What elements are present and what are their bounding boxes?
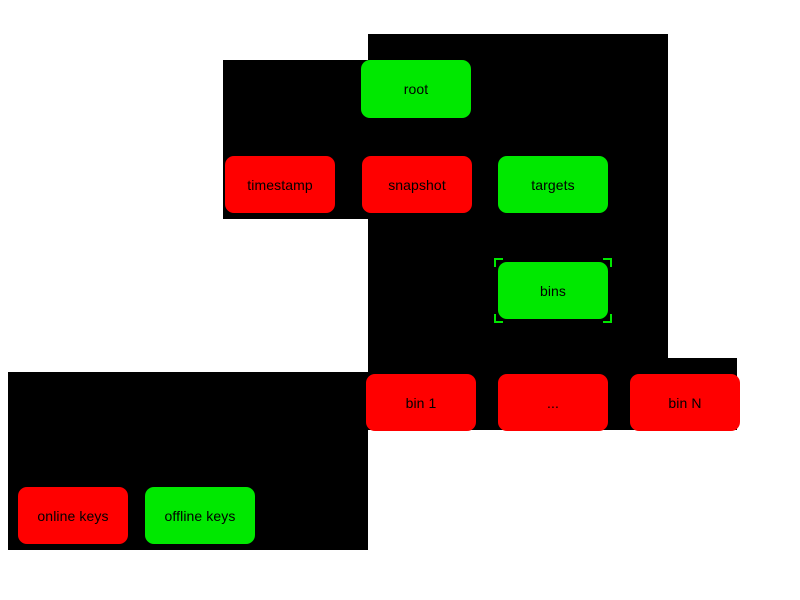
node-label: offline keys xyxy=(164,507,236,524)
node-label: ... xyxy=(547,394,559,411)
node-offline-keys[interactable]: offline keys xyxy=(145,487,255,544)
node-label: bin N xyxy=(668,394,702,411)
node-bin-n[interactable]: bin N xyxy=(630,374,740,431)
node-label: online keys xyxy=(37,507,109,524)
node-timestamp[interactable]: timestamp xyxy=(225,156,335,213)
node-snapshot[interactable]: snapshot xyxy=(362,156,472,213)
node-label: root xyxy=(403,81,429,97)
node-label: timestamp xyxy=(247,176,313,193)
node-label: bin 1 xyxy=(405,394,437,411)
node-root[interactable]: root xyxy=(361,60,471,118)
node-bin-1[interactable]: bin 1 xyxy=(366,374,476,431)
node-label: targets xyxy=(531,176,575,193)
node-label: snapshot xyxy=(388,176,446,193)
node-targets[interactable]: targets xyxy=(498,156,608,213)
node-bin-ellipsis[interactable]: ... xyxy=(498,374,608,431)
node-online-keys[interactable]: online keys xyxy=(18,487,128,544)
node-bins[interactable]: bins xyxy=(494,258,612,323)
node-label: bins xyxy=(539,282,567,299)
